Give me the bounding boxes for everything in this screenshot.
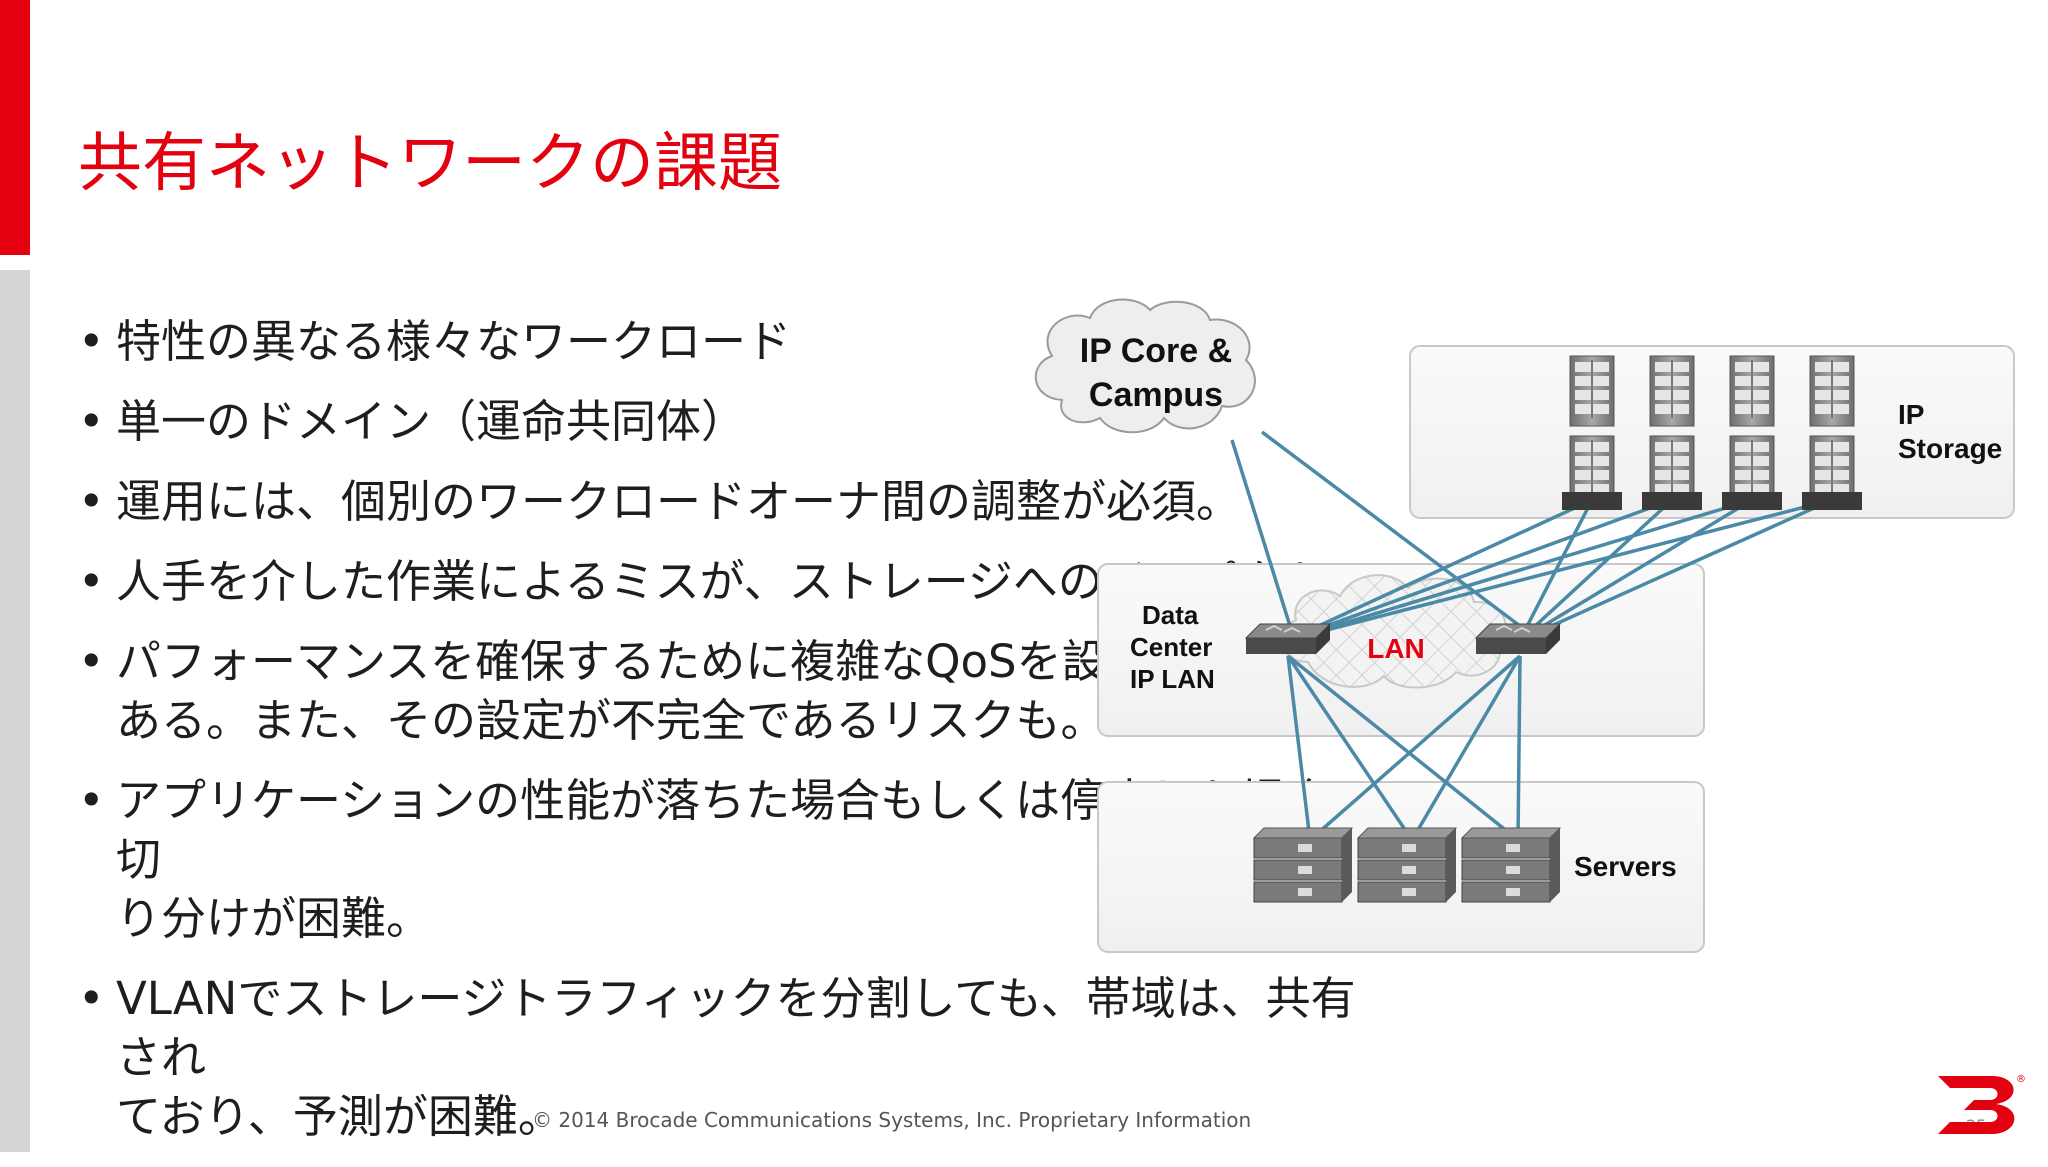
bullet-item: 特性の異なる様々なワークロード — [78, 312, 1378, 371]
storage-label: IP — [1898, 399, 1924, 430]
bullet-text: VLANでストレージトラフィックを分割しても、帯域は、共有され ており、予測が困… — [116, 972, 1356, 1143]
copyright-footer: © 2014 Brocade Communications Systems, I… — [532, 1108, 1252, 1132]
bullet-text: 運用には、個別のワークロードオーナ間の調整が必須。 — [116, 475, 1242, 528]
storage-label: Storage — [1898, 433, 2002, 464]
data-center-label: IP LAN — [1130, 664, 1215, 694]
cloud-label: Campus — [1089, 376, 1223, 414]
lan-label: LAN — [1367, 633, 1425, 664]
bullet-text: 単一のドメイン（運命共同体） — [116, 395, 747, 448]
bullet-item: 単一のドメイン（運命共同体） — [78, 392, 1378, 451]
accent-bar-gray — [0, 270, 30, 1152]
bullet-item: 運用には、個別のワークロードオーナ間の調整が必須。 — [78, 472, 1378, 531]
ip-core-cloud — [1034, 298, 1256, 434]
lan-cloud — [1279, 574, 1507, 689]
server-stack — [1357, 827, 1457, 903]
lan-switch-left — [1245, 623, 1331, 655]
ip-storage-panel — [1409, 345, 2015, 519]
bullet-item: VLANでストレージトラフィックを分割しても、帯域は、共有され ており、予測が困… — [78, 969, 1378, 1146]
accent-bar-red — [0, 0, 30, 255]
data-center-label: Center — [1130, 632, 1212, 662]
server-stack — [1253, 827, 1353, 903]
servers-label: Servers — [1574, 851, 1677, 882]
server-stack — [1461, 827, 1561, 903]
data-center-label: Data — [1142, 600, 1199, 630]
network-links — [1230, 430, 1833, 842]
svg-text:®: ® — [2016, 1074, 2026, 1085]
bullet-text: 特性の異なる様々なワークロード — [116, 315, 792, 368]
cloud-label: IP Core & — [1080, 332, 1232, 370]
slide-title: 共有ネットワークの課題 — [78, 127, 782, 201]
lan-switch-right — [1475, 623, 1561, 655]
brocade-logo-icon: ® — [1938, 1074, 2026, 1134]
